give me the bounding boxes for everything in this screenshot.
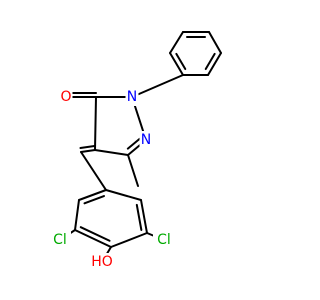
atom-label-background bbox=[91, 253, 113, 271]
bond-phenyl-5 bbox=[169, 52, 184, 76]
bond-phenyl-3-inner bbox=[204, 52, 216, 71]
bond-benzene-5 bbox=[140, 199, 148, 234]
atom-label-carbonyl-oxygen: O bbox=[59, 88, 73, 106]
bond-benzene-1 bbox=[78, 189, 107, 201]
atom-label-n-phenyl: N bbox=[125, 88, 139, 106]
atom-label-background bbox=[139, 131, 153, 149]
atom-label-chlorine-left: Cl bbox=[49, 231, 71, 249]
atom-label-background bbox=[49, 231, 71, 249]
atom-label-chlorine-right: Cl bbox=[153, 231, 175, 249]
bond-exocyclic bbox=[80, 149, 96, 153]
bond-n-c3-inner bbox=[126, 137, 141, 150]
atom-label-n-imine: N bbox=[139, 131, 153, 149]
bond-benzene-2 bbox=[74, 199, 80, 231]
bond-methyl bbox=[127, 154, 139, 187]
atom-label-text: N bbox=[127, 89, 137, 105]
bond-benzene-4 bbox=[110, 232, 148, 248]
atom-label-text: HO bbox=[91, 254, 113, 270]
bond-benzene-6 bbox=[105, 189, 142, 201]
bond-benzene-3-inner bbox=[79, 226, 111, 242]
atom-label-hydroxyl: HO bbox=[91, 253, 113, 271]
bond-exocyclic-inner bbox=[79, 145, 96, 150]
bond-vinyl-ring bbox=[80, 151, 107, 191]
bond-phenyl-3 bbox=[207, 52, 222, 76]
atom-label-text: Cl bbox=[157, 232, 171, 248]
atom-label-background bbox=[125, 88, 139, 106]
bond-benzene-1-inner bbox=[83, 195, 105, 205]
bond-carbonyl-c4 bbox=[94, 96, 97, 151]
bond-benzene-3 bbox=[74, 229, 112, 248]
atom-label-background bbox=[59, 88, 73, 106]
bond-c3-c4 bbox=[94, 149, 129, 156]
bond-phenyl-5-inner bbox=[175, 52, 187, 71]
atom-label-text: Cl bbox=[53, 232, 67, 248]
bond-phenyl-2 bbox=[208, 31, 222, 54]
bond-phenyl-n bbox=[131, 74, 184, 98]
atom-label-background bbox=[153, 231, 175, 249]
bond-phenyl-6 bbox=[169, 31, 184, 54]
bond-benzene-5-inner bbox=[135, 203, 143, 231]
atom-label-text: N bbox=[141, 132, 151, 148]
atom-label-text: O bbox=[60, 89, 71, 105]
